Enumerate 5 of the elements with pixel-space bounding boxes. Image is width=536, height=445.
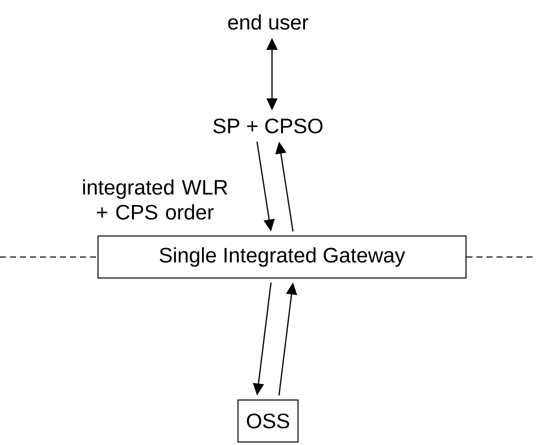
gateway-box: Single Integrated Gateway: [98, 236, 466, 278]
oss-box: OSS: [238, 400, 298, 442]
edge-label: integrated WLR + CPS order: [83, 179, 228, 220]
sp-cpso-text: SP + CPSO: [213, 118, 322, 134]
end-user-text: end user: [228, 14, 308, 30]
